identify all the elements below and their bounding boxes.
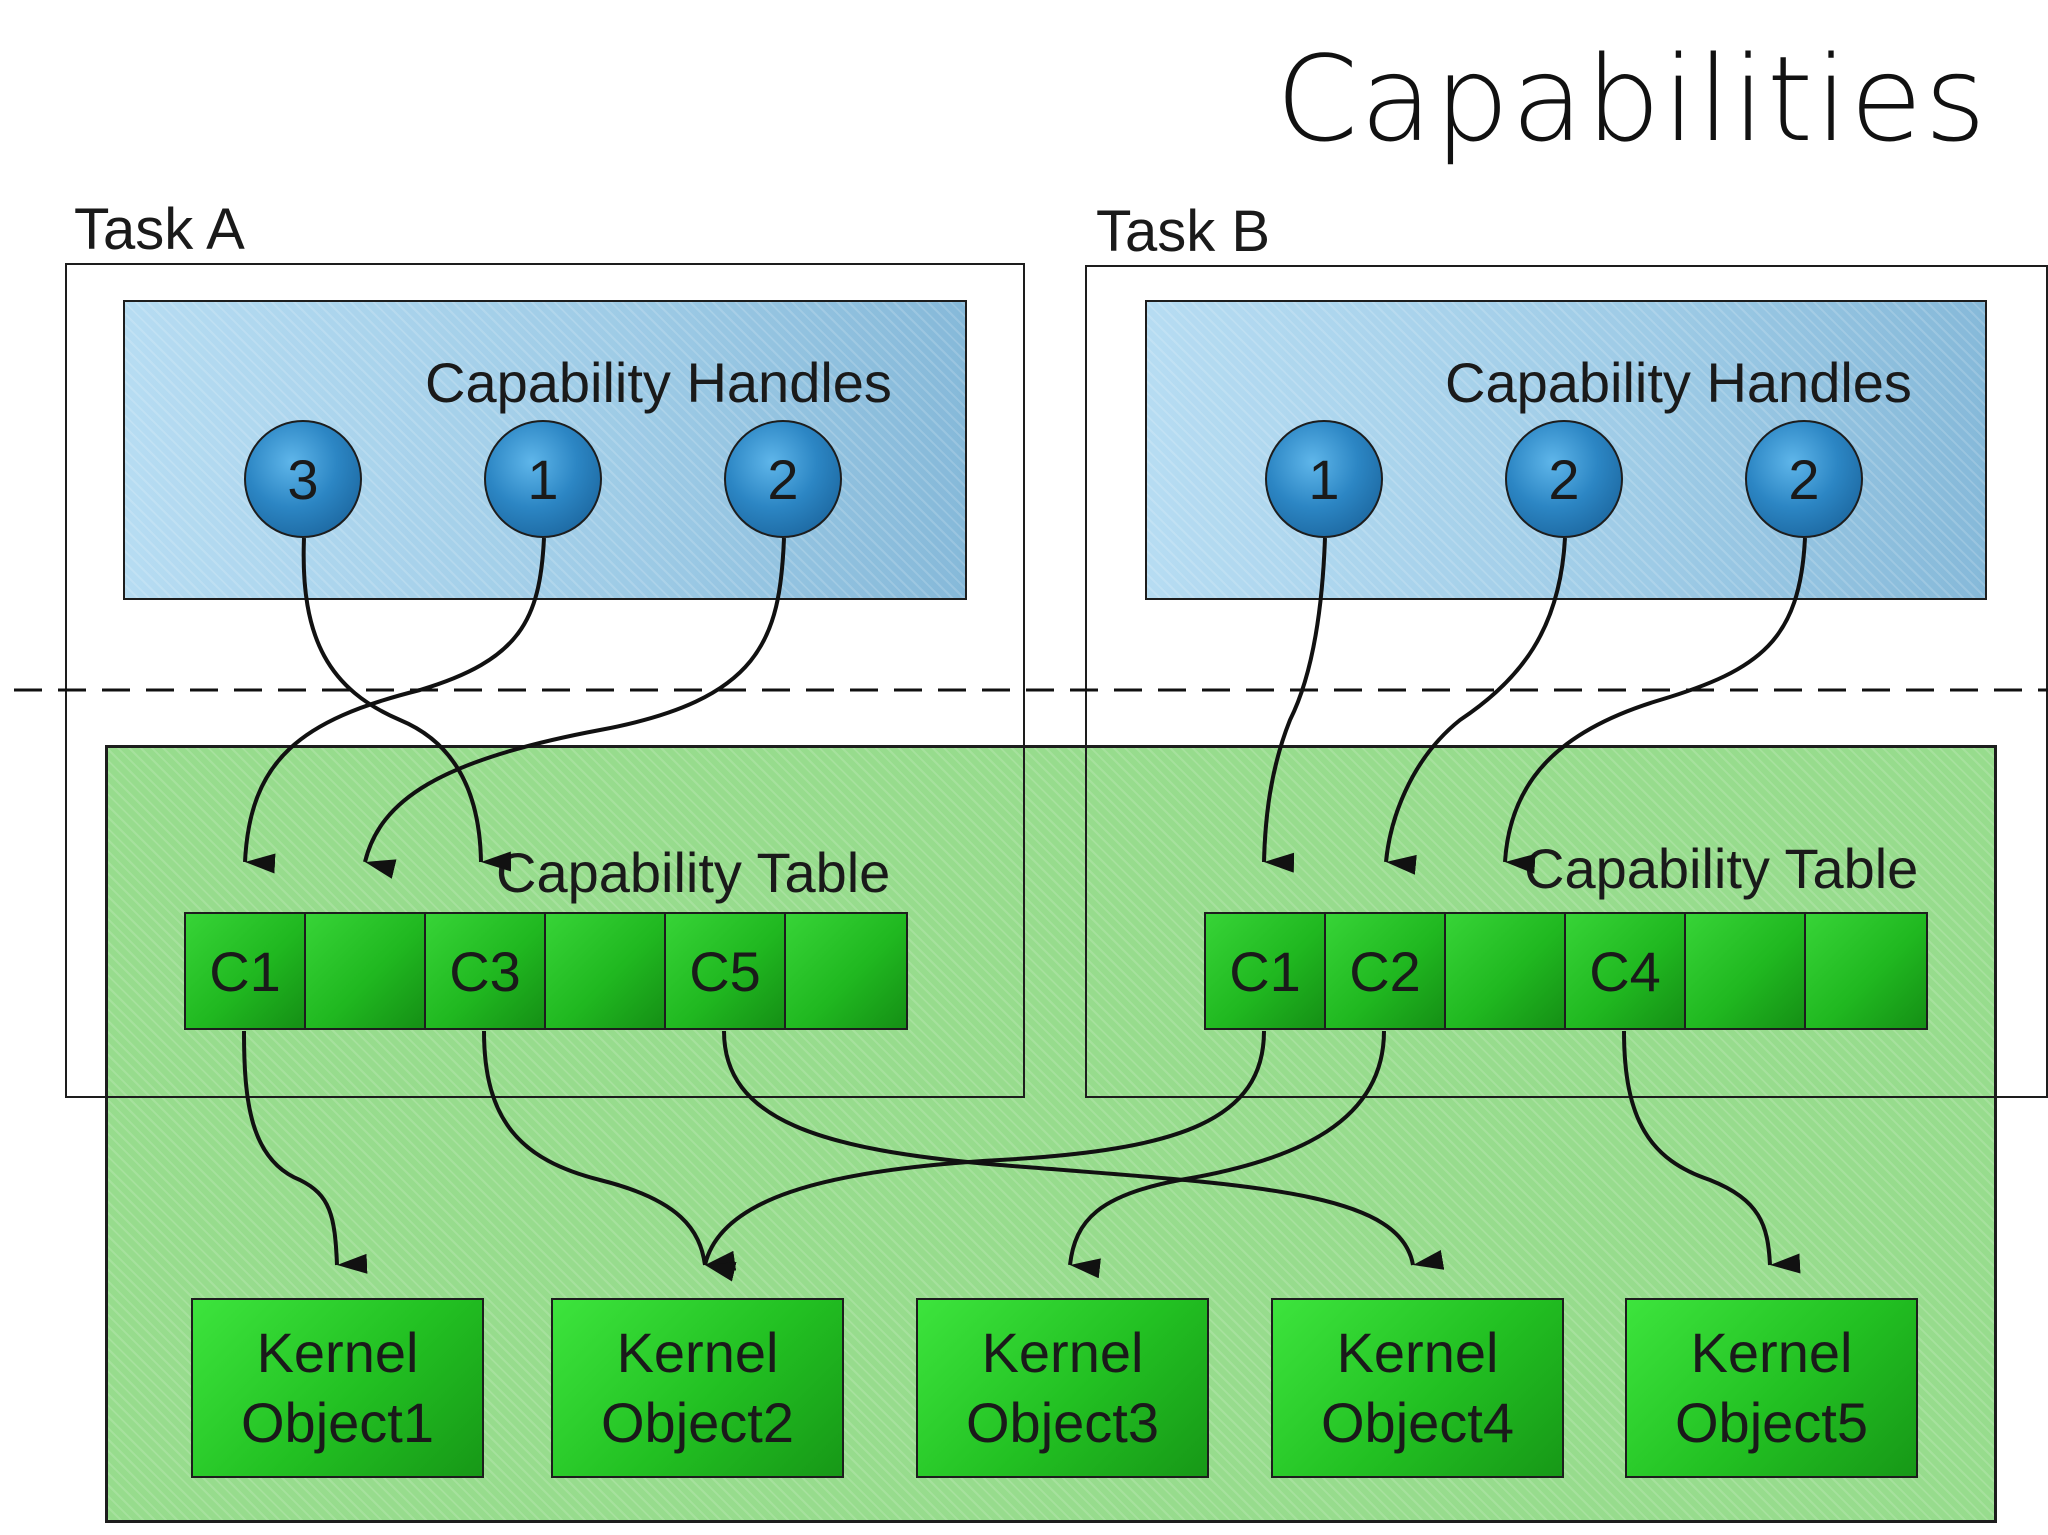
arrow-a-c3-to-kobj2: [482, 1030, 737, 1271]
kernel-object-5-line2: Object5: [1675, 1391, 1868, 1454]
kernel-object-3[interactable]: Kernel Object3: [916, 1298, 1209, 1478]
kernel-object-4-line1: Kernel: [1336, 1321, 1499, 1384]
kernel-object-2[interactable]: Kernel Object2: [551, 1298, 844, 1478]
kernel-object-3-line2: Object3: [966, 1391, 1159, 1454]
task-b-cell-6[interactable]: [1806, 914, 1926, 1028]
kernel-object-4[interactable]: Kernel Object4: [1271, 1298, 1564, 1478]
task-a-cell-2[interactable]: [306, 914, 426, 1028]
task-b-handles-caption: Capability Handles: [1445, 351, 1912, 414]
kernel-object-2-line2: Object2: [601, 1391, 794, 1454]
task-b-table-caption: Capability Table: [1524, 837, 1919, 900]
task-a-label: Task A: [74, 197, 245, 262]
arrow-b-c2-to-kobj3: [1068, 1030, 1386, 1279]
kernel-object-1-line1: Kernel: [256, 1321, 419, 1384]
arrow-a-c1-to-kobj1: [242, 1030, 368, 1274]
arrow-a-handle3-to-c3: [301, 537, 512, 872]
task-b-cell-5[interactable]: [1686, 914, 1806, 1028]
task-a-cell-c5[interactable]: C5: [666, 914, 786, 1028]
task-a-handles-caption: Capability Handles: [425, 351, 892, 414]
arrow-b-handle2b-to-c3: [1503, 537, 1807, 874]
task-b-cell-c1[interactable]: C1: [1206, 914, 1326, 1028]
task-a-capability-table: C1 C3 C5: [184, 912, 908, 1030]
task-b-handle-2a[interactable]: 2: [1505, 420, 1623, 538]
task-b-handle-2b[interactable]: 2: [1745, 420, 1863, 538]
task-b-cell-3[interactable]: [1446, 914, 1566, 1028]
arrow-a-handle2-to-c2: [363, 537, 786, 879]
kernel-object-1[interactable]: Kernel Object1: [191, 1298, 484, 1478]
task-a-box: [65, 263, 1025, 1098]
task-a-cell-4[interactable]: [546, 914, 666, 1028]
task-a-handle-3[interactable]: 3: [244, 420, 362, 538]
task-b-cell-c2[interactable]: C2: [1326, 914, 1446, 1028]
task-b-capability-table: C1 C2 C4: [1204, 912, 1928, 1030]
kernel-object-5-line1: Kernel: [1690, 1321, 1853, 1384]
task-a-handle-1[interactable]: 1: [484, 420, 602, 538]
arrow-b-handle2a-to-c2: [1384, 537, 1567, 875]
task-a-cell-c1[interactable]: C1: [186, 914, 306, 1028]
task-b-box: [1085, 265, 2048, 1098]
task-a-handle-2[interactable]: 2: [724, 420, 842, 538]
task-b-label: Task B: [1096, 199, 1271, 264]
kernel-object-4-line2: Object4: [1321, 1391, 1514, 1454]
task-a-table-caption: Capability Table: [496, 841, 891, 904]
kernel-object-1-line2: Object1: [241, 1391, 434, 1454]
page-title: Capabilities: [1275, 30, 1988, 168]
kernel-object-2-line1: Kernel: [616, 1321, 779, 1384]
arrow-a-c5-to-kobj4: [722, 1030, 1445, 1270]
kernel-object-3-line1: Kernel: [981, 1321, 1144, 1384]
task-a-cell-c3[interactable]: C3: [426, 914, 546, 1028]
task-b-cell-c4[interactable]: C4: [1566, 914, 1686, 1028]
arrow-b-c4-to-kobj5: [1622, 1030, 1801, 1274]
arrow-b-c1-to-kobj2: [703, 1030, 1266, 1282]
task-a-cell-6[interactable]: [786, 914, 906, 1028]
arrow-a-handle1-to-c1: [243, 537, 546, 874]
kernel-object-5[interactable]: Kernel Object5: [1625, 1298, 1918, 1478]
arrow-b-handle1-to-c1: [1262, 537, 1327, 873]
task-b-handle-1[interactable]: 1: [1265, 420, 1383, 538]
